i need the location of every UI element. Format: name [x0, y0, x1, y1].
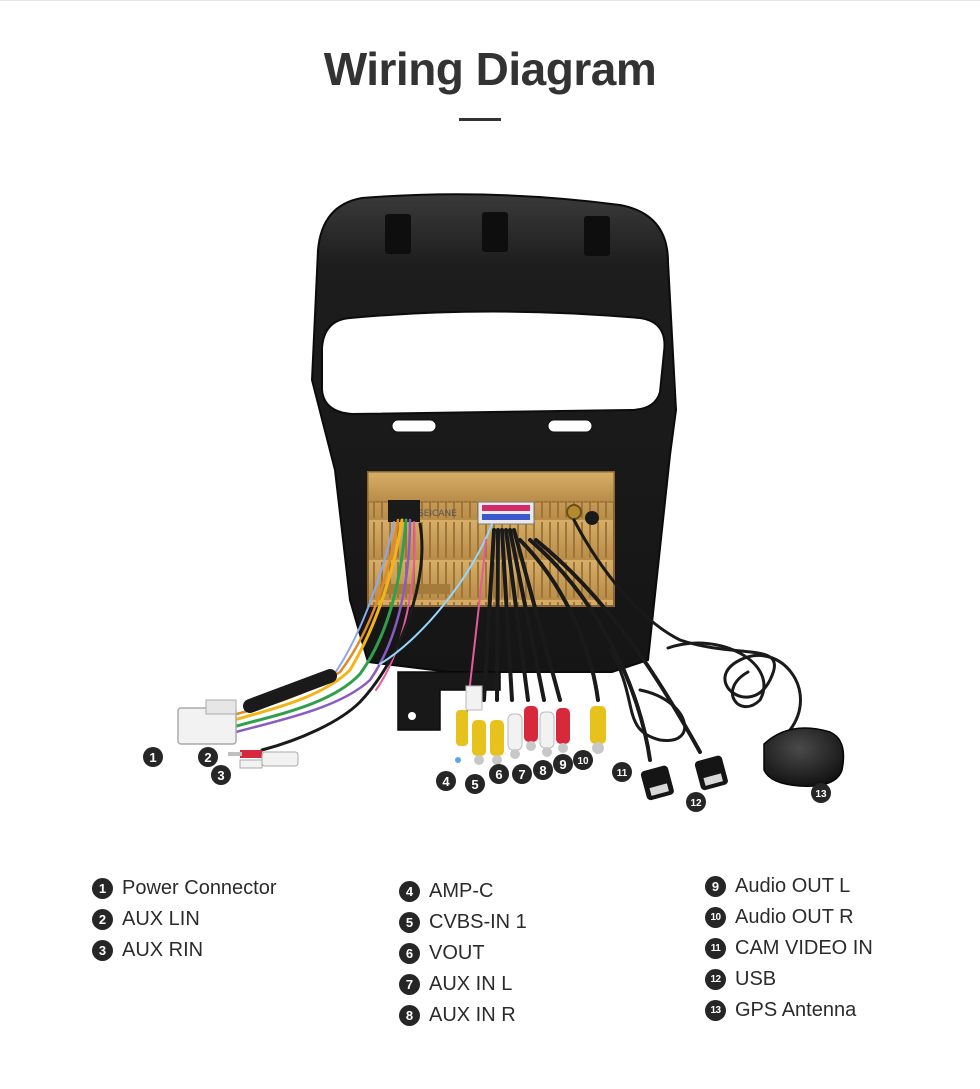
legend-item: 10 Audio OUT R: [705, 902, 873, 933]
legend-label: Audio OUT L: [735, 875, 851, 897]
callout-4-number: 4: [442, 774, 450, 789]
legend-number-badge: 3: [92, 940, 113, 961]
legend-item: 6 VOUT: [399, 938, 527, 969]
legend-label: USB: [735, 968, 777, 990]
callout-6: 6: [489, 764, 509, 784]
legend-label: VOUT: [429, 942, 485, 964]
legend-column-2: 4 AMP-C 5 CVBS-IN 1 6 VOUT 7 AUX IN L 8 …: [399, 876, 527, 1031]
unit-brand-text: SEICANE: [418, 509, 457, 519]
callout-3: 3: [211, 765, 231, 785]
legend-number-badge: 6: [399, 943, 420, 964]
callout-13-number: 13: [815, 789, 827, 800]
legend-item: 12 USB: [705, 964, 873, 995]
callout-7: 7: [512, 764, 532, 784]
legend-number-badge: 10: [705, 907, 726, 928]
gps-antenna: [763, 727, 845, 787]
callout-2: 2: [198, 747, 218, 767]
legend-item: 4 AMP-C: [399, 876, 527, 907]
callout-12: 12: [686, 792, 706, 812]
legend-label: AUX IN L: [429, 973, 513, 995]
legend-item: 7 AUX IN L: [399, 969, 527, 1000]
legend-item: 8 AUX IN R: [399, 1000, 527, 1031]
aux-plugs: [228, 750, 299, 769]
legend-item: 13 GPS Antenna: [705, 995, 873, 1026]
legend-number-badge: 13: [705, 1000, 726, 1021]
dash-frame: [310, 193, 678, 731]
legend-item: 5 CVBS-IN 1: [399, 907, 527, 938]
legend-number-badge: 7: [399, 974, 420, 995]
legend-column-3: 9 Audio OUT L 10 Audio OUT R 11 CAM VIDE…: [705, 871, 873, 1026]
legend-label: CVBS-IN 1: [429, 911, 527, 933]
legend-number-badge: 12: [705, 969, 726, 990]
callout-2-number: 2: [204, 750, 211, 765]
callout-8-number: 8: [539, 763, 546, 778]
legend-label: Power Connector: [122, 877, 277, 899]
callout-13: 13: [811, 783, 831, 803]
legend-label: GPS Antenna: [735, 999, 857, 1021]
legend-number-badge: 11: [705, 938, 726, 959]
cables: [212, 518, 802, 762]
callout-10-number: 10: [577, 756, 589, 767]
callout-9-number: 9: [559, 757, 566, 772]
power-connector: [177, 699, 237, 745]
legend-label: Audio OUT R: [735, 906, 854, 928]
callout-4: 4: [436, 771, 456, 791]
legend-item: 3 AUX RIN: [92, 935, 277, 966]
callout-6-number: 6: [495, 767, 502, 782]
legend-number-badge: 2: [92, 909, 113, 930]
legend-label: CAM VIDEO IN: [735, 937, 873, 959]
legend-column-1: 1 Power Connector 2 AUX LIN 3 AUX RIN: [92, 873, 277, 966]
legend-number-badge: 9: [705, 876, 726, 897]
callout-11: 11: [612, 762, 632, 782]
callout-8: 8: [533, 760, 553, 780]
legend-label: AMP-C: [429, 880, 494, 902]
callout-9: 9: [553, 754, 573, 774]
legend-item: 2 AUX LIN: [92, 904, 277, 935]
callout-12-number: 12: [690, 798, 702, 809]
callout-7-number: 7: [518, 767, 525, 782]
legend-item: 1 Power Connector: [92, 873, 277, 904]
callout-10: 10: [573, 750, 593, 770]
callout-3-number: 3: [217, 768, 224, 783]
title-underline: [459, 118, 501, 121]
legend-number-badge: 4: [399, 881, 420, 902]
rca-connectors: [455, 685, 606, 765]
legend-number-badge: 8: [399, 1005, 420, 1026]
callout-1: 1: [143, 747, 163, 767]
callout-5: 5: [465, 774, 485, 794]
legend-label: AUX RIN: [122, 939, 204, 961]
legend-item: 9 Audio OUT L: [705, 871, 873, 902]
callout-1-number: 1: [149, 750, 156, 765]
usb-connectors: [640, 755, 728, 801]
legend-item: 11 CAM VIDEO IN: [705, 933, 873, 964]
legend-number-badge: 5: [399, 912, 420, 933]
top-divider: [0, 0, 980, 1]
legend-label: AUX IN R: [429, 1004, 516, 1026]
legend-label: AUX LIN: [122, 908, 200, 930]
page-title: Wiring Diagram: [323, 43, 657, 95]
callout-5-number: 5: [471, 777, 478, 792]
legend-number-badge: 1: [92, 878, 113, 899]
callout-11-number: 11: [617, 768, 628, 779]
